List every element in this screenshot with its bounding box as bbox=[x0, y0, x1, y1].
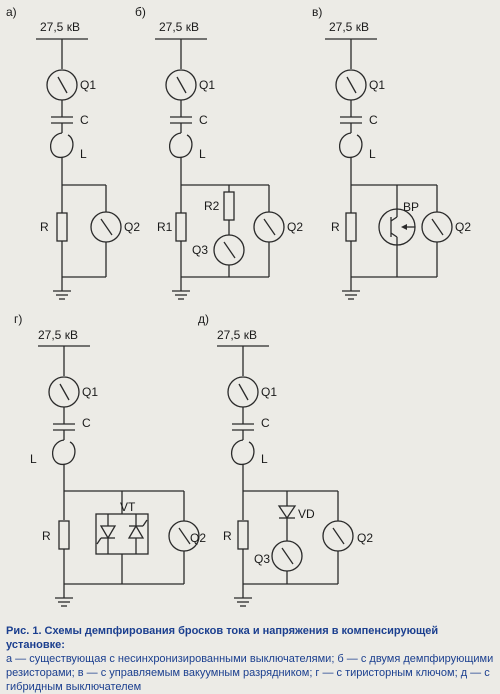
q1-label-b: Q1 bbox=[199, 78, 215, 92]
vd-label-d: VD bbox=[298, 507, 315, 521]
q3-label-b: Q3 bbox=[192, 243, 208, 257]
q2-label-g: Q2 bbox=[190, 531, 206, 545]
c-label-b: C bbox=[199, 113, 208, 127]
voltage-label-g: 27,5 кВ bbox=[38, 328, 78, 342]
voltage-label-v: 27,5 кВ bbox=[329, 20, 369, 34]
voltage-label-a: 27,5 кВ bbox=[40, 20, 80, 34]
q1-label-d: Q1 bbox=[261, 385, 277, 399]
r-label-v: R bbox=[331, 220, 340, 234]
l-label-v: L bbox=[369, 147, 376, 161]
arrester-label-v: ВР bbox=[403, 200, 419, 214]
q3-label-d: Q3 bbox=[254, 552, 270, 566]
panel-label-b: б) bbox=[135, 5, 146, 19]
l-label-b: L bbox=[199, 147, 206, 161]
panel-label-v: в) bbox=[312, 5, 322, 19]
panel-a bbox=[35, 38, 122, 300]
q1-label-g: Q1 bbox=[82, 385, 98, 399]
c-label-a: C bbox=[80, 113, 89, 127]
vt-label-g: VT bbox=[120, 500, 136, 514]
panel-d bbox=[216, 345, 354, 607]
l-label-g: L bbox=[30, 452, 37, 466]
r1-label-b: R1 bbox=[157, 220, 173, 234]
r-label-g: R bbox=[42, 529, 51, 543]
panel-label-d: д) bbox=[198, 312, 209, 326]
q2-label-a: Q2 bbox=[124, 220, 140, 234]
circuit-diagram: а) 27,5 кВ Q1 C L R Q2 б) 27,5 кВ Q1 C L… bbox=[6, 5, 471, 607]
caption-body: а — существующая с несинхронизированными… bbox=[6, 653, 494, 693]
r2-label-b: R2 bbox=[204, 199, 220, 213]
panel-label-a: а) bbox=[6, 5, 17, 19]
r-label-a: R bbox=[40, 220, 49, 234]
panel-v bbox=[324, 38, 453, 300]
c-label-d: C bbox=[261, 416, 270, 430]
voltage-label-b: 27,5 кВ bbox=[159, 20, 199, 34]
q2-label-b: Q2 bbox=[287, 220, 303, 234]
c-label-v: C bbox=[369, 113, 378, 127]
c-label-g: C bbox=[82, 416, 91, 430]
panel-g bbox=[37, 345, 200, 607]
q1-label-v: Q1 bbox=[369, 78, 385, 92]
l-label-d: L bbox=[261, 452, 268, 466]
voltage-label-d: 27,5 кВ bbox=[217, 328, 257, 342]
panel-b bbox=[154, 38, 285, 300]
q2-label-d: Q2 bbox=[357, 531, 373, 545]
r-label-d: R bbox=[223, 529, 232, 543]
panel-label-g: г) bbox=[14, 312, 22, 326]
l-label-a: L bbox=[80, 147, 87, 161]
q2-label-v: Q2 bbox=[455, 220, 471, 234]
q1-label-a: Q1 bbox=[80, 78, 96, 92]
figure-caption: Рис. 1. Схемы демпфирования бросков тока… bbox=[6, 624, 494, 694]
caption-title: Рис. 1. Схемы демпфирования бросков тока… bbox=[6, 625, 439, 651]
